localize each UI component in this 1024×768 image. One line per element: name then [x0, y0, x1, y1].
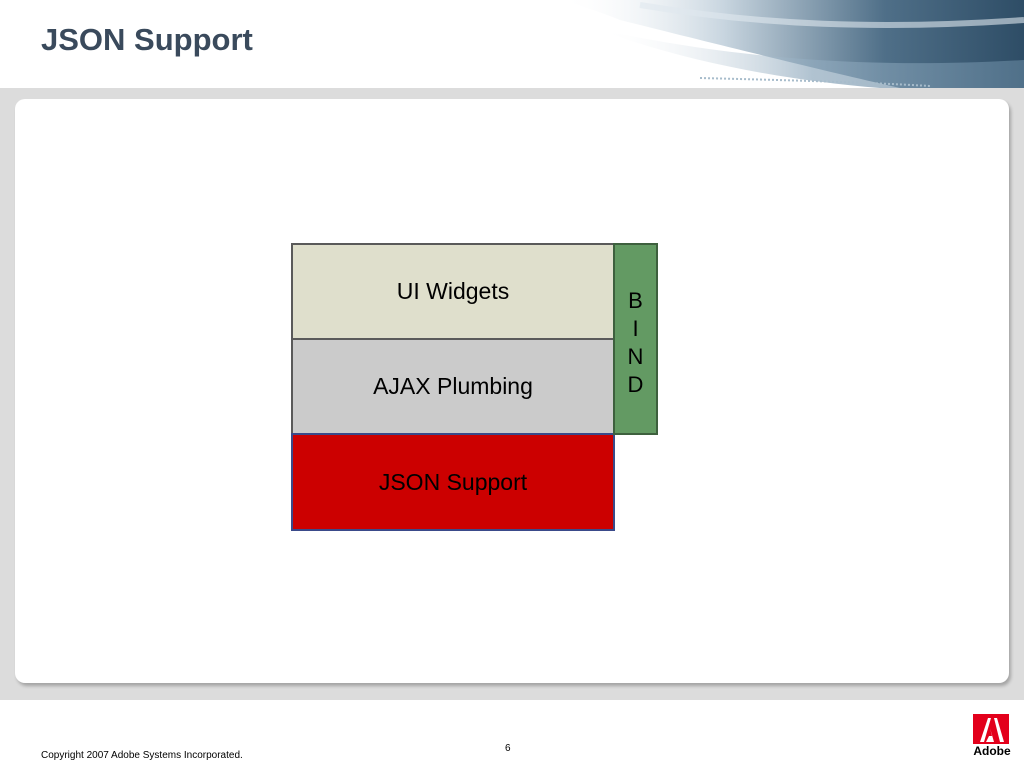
slide-title: JSON Support	[41, 22, 253, 57]
layer-json-support-label: JSON Support	[378, 468, 528, 495]
layer-ui-widgets-label: UI Widgets	[396, 278, 510, 304]
bind-letter: I	[632, 316, 639, 341]
copyright-text: Copyright 2007 Adobe Systems Incorporate…	[41, 750, 243, 761]
adobe-logo-icon	[973, 714, 1009, 744]
bind-letter: D	[627, 372, 644, 397]
adobe-wordmark: Adobe	[973, 744, 1011, 758]
layer-ui-widgets: UI Widgets	[291, 243, 615, 340]
slide-header: JSON Support	[0, 0, 1024, 88]
layer-ajax-plumbing: AJAX Plumbing	[291, 338, 615, 435]
bind-letter: B	[628, 288, 643, 313]
bind-letter: N	[627, 344, 644, 369]
layer-json-support: JSON Support	[291, 433, 615, 531]
page-number: 6	[505, 743, 511, 754]
header-swoosh-graphic	[560, 0, 1024, 88]
layer-ajax-plumbing-label: AJAX Plumbing	[373, 373, 533, 399]
bind-column: B I N D	[613, 243, 658, 435]
